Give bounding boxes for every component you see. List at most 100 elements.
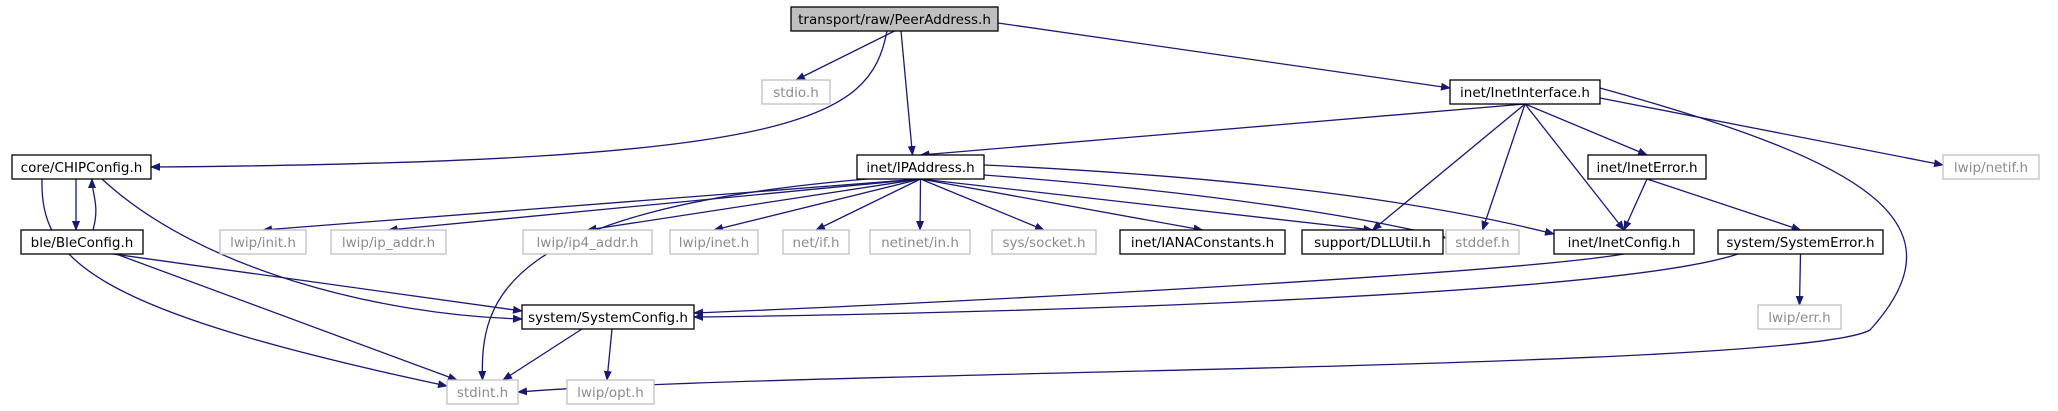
- node-label: lwip/inet.h: [679, 235, 749, 251]
- include-edge-chipconfig-to-systemconfig: [101, 178, 523, 323]
- include-edge-ipaddress-to-stddef: [983, 174, 1447, 240]
- node-label: inet/IPAddress.h: [866, 160, 974, 176]
- node-box: [1942, 154, 2040, 180]
- include-edge-inetinterface-to-dllutil: [1371, 103, 1526, 231]
- node-box: [1553, 229, 1695, 255]
- include-edge-ipaddress-to-lwipip4addr: [586, 178, 921, 233]
- include-edge-root-to-stdio: [795, 30, 895, 81]
- include-edge-ipaddress-to-stdint: [478, 178, 868, 381]
- node-box: [11, 154, 152, 180]
- node-systemerror[interactable]: system/SystemError.h: [1717, 229, 1884, 255]
- include-edge-inetinterface-to-ineterror: [1524, 103, 1648, 156]
- node-label: stdio.h: [773, 85, 819, 101]
- node-stdint: stdint.h: [446, 379, 519, 405]
- include-edge-ipaddress-to-lwipinit: [262, 178, 921, 234]
- node-stdio: stdio.h: [761, 79, 831, 105]
- node-box: [1445, 229, 1520, 255]
- include-edge-systemerror-to-systemconfig: [693, 253, 1739, 321]
- node-box: [991, 229, 1097, 255]
- edge-layer: [41, 22, 1944, 396]
- node-stddef: stddef.h: [1445, 229, 1520, 255]
- include-edge-inetinterface-to-lwipnetif: [1599, 97, 1944, 168]
- include-edge-inetinterface-to-inetconfig: [1524, 103, 1625, 231]
- node-label: transport/raw/PeerAddress.h: [798, 12, 991, 28]
- node-label: stdint.h: [457, 385, 508, 401]
- node-label: netinet/in.h: [881, 235, 959, 251]
- include-edge-bleconfig-to-systemconfig: [112, 253, 523, 314]
- include-edge-ipaddress-to-inetconfig: [983, 164, 1555, 236]
- node-box: [669, 229, 759, 255]
- node-box: [782, 229, 850, 255]
- node-netinetin: netinet/in.h: [869, 229, 971, 255]
- include-edge-ipaddress-to-ianaconstants: [920, 178, 1204, 233]
- node-chipconfig[interactable]: core/CHIPConfig.h: [11, 154, 152, 180]
- node-lwipipaddr: lwip/ip_addr.h: [330, 229, 447, 255]
- node-box: [521, 304, 695, 330]
- include-edge-inetinterface-to-ipaddress: [919, 103, 1526, 159]
- node-box: [869, 229, 971, 255]
- node-label: support/DLLUtil.h: [1314, 235, 1431, 251]
- node-box: [790, 6, 999, 32]
- node-box: [566, 379, 655, 405]
- include-edge-bleconfig-to-chipconfig: [88, 178, 97, 231]
- include-edge-root-to-inetinterface: [997, 22, 1451, 91]
- node-label: sys/socket.h: [1002, 235, 1085, 251]
- node-label: inet/IANAConstants.h: [1131, 235, 1274, 251]
- node-box: [219, 229, 307, 255]
- node-lwiperr: lwip/err.h: [1757, 304, 1842, 330]
- node-label: inet/InetConfig.h: [1568, 235, 1681, 251]
- node-box: [522, 229, 653, 255]
- node-label: net/if.h: [792, 235, 839, 251]
- include-edge-ineterror-to-inetconfig: [1623, 178, 1648, 231]
- include-edge-systemconfig-to-lwipopt: [603, 328, 613, 381]
- node-label: lwip/err.h: [1768, 310, 1830, 326]
- node-lwipip4addr: lwip/ip4_addr.h: [522, 229, 653, 255]
- node-box: [446, 379, 519, 405]
- node-box: [1449, 79, 1601, 105]
- node-inetinterface[interactable]: inet/InetInterface.h: [1449, 79, 1601, 105]
- node-box: [856, 154, 985, 180]
- node-dllutil[interactable]: support/DLLUtil.h: [1301, 229, 1444, 255]
- node-inetconfig[interactable]: inet/InetConfig.h: [1553, 229, 1695, 255]
- node-box: [1119, 229, 1286, 255]
- include-edge-inetconfig-to-systemconfig: [693, 253, 1625, 317]
- node-lwipopt: lwip/opt.h: [566, 379, 655, 405]
- node-label: lwip/netif.h: [1954, 160, 2028, 176]
- node-ianaconstants[interactable]: inet/IANAConstants.h: [1119, 229, 1286, 255]
- include-edge-ineterror-to-systemerror: [1646, 178, 1802, 231]
- node-label: lwip/opt.h: [577, 385, 644, 401]
- include-edge-ipaddress-to-syssocket: [920, 178, 1045, 231]
- node-label: ble/BleConfig.h: [31, 235, 134, 251]
- node-label: lwip/ip4_addr.h: [537, 235, 639, 251]
- node-netif: net/if.h: [782, 229, 850, 255]
- node-label: lwip/init.h: [230, 235, 296, 251]
- node-syssocket: sys/socket.h: [991, 229, 1097, 255]
- node-box: [761, 79, 831, 105]
- node-box: [20, 229, 144, 255]
- node-bleconfig[interactable]: ble/BleConfig.h: [20, 229, 144, 255]
- include-edge-ipaddress-to-netif: [815, 178, 921, 231]
- node-ipaddress[interactable]: inet/IPAddress.h: [856, 154, 985, 180]
- node-label: system/SystemConfig.h: [528, 310, 688, 326]
- include-edge-inetinterface-to-stdint: [517, 87, 1908, 396]
- node-systemconfig[interactable]: system/SystemConfig.h: [521, 304, 695, 330]
- include-edge-ipaddress-to-lwipinet: [713, 178, 921, 232]
- node-lwipnetif: lwip/netif.h: [1942, 154, 2040, 180]
- node-root[interactable]: transport/raw/PeerAddress.h: [790, 6, 999, 32]
- node-label: inet/InetError.h: [1596, 160, 1697, 176]
- include-edge-chipconfig-to-stdint: [41, 178, 448, 389]
- node-lwipinit: lwip/init.h: [219, 229, 307, 255]
- node-label: lwip/ip_addr.h: [342, 235, 435, 251]
- include-edge-root-to-ipaddress: [900, 30, 916, 156]
- node-label: inet/InetInterface.h: [1460, 85, 1590, 101]
- node-lwipinet: lwip/inet.h: [669, 229, 759, 255]
- include-edge-systemconfig-to-stdint: [502, 328, 583, 381]
- node-label: core/CHIPConfig.h: [21, 160, 143, 176]
- node-label: stddef.h: [1455, 235, 1509, 251]
- node-layer: transport/raw/PeerAddress.h stdio.h inet/I…: [11, 6, 2040, 405]
- node-ineterror[interactable]: inet/InetError.h: [1587, 154, 1707, 180]
- include-edge-bleconfig-to-stdint: [115, 253, 458, 381]
- node-box: [1757, 304, 1842, 330]
- node-box: [1717, 229, 1884, 255]
